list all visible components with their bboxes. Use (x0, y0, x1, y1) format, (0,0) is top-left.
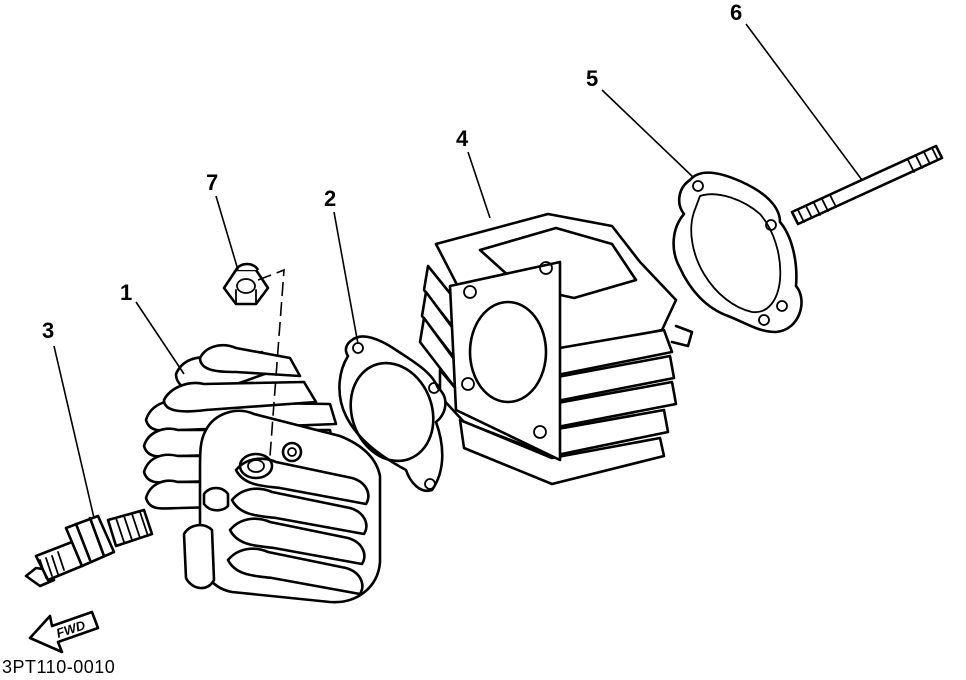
leader-4 (467, 151, 491, 219)
leader-lines (53, 23, 863, 519)
stud-bolt-part-6[interactable] (790, 144, 944, 226)
cylinder-head-part-1[interactable] (142, 344, 382, 604)
cylinder-part-4[interactable] (418, 212, 694, 486)
callout-numbers: 1 2 3 4 5 6 7 (42, 0, 742, 343)
spark-plug-part-3[interactable] (24, 508, 154, 588)
leader-2 (333, 211, 359, 345)
nut-alignment-line (257, 268, 285, 457)
leader-7 (215, 195, 239, 271)
forward-direction-arrow: FWD (28, 610, 100, 654)
leader-5 (601, 89, 695, 179)
callout-6: 6 (730, 0, 742, 25)
leader-1 (135, 301, 185, 375)
nut-part-7[interactable] (222, 262, 270, 306)
callout-5: 5 (586, 66, 598, 91)
callout-7: 7 (206, 170, 218, 195)
callout-2: 2 (324, 186, 336, 211)
callout-3: 3 (42, 318, 54, 343)
leader-6 (745, 23, 863, 181)
head-gasket-part-2[interactable] (337, 335, 447, 493)
callout-1: 1 (120, 280, 132, 305)
leader-3 (53, 345, 95, 519)
callout-4: 4 (456, 126, 469, 151)
diagram-code: 3PT110-0010 (2, 657, 116, 677)
base-gasket-part-5[interactable] (672, 171, 803, 334)
